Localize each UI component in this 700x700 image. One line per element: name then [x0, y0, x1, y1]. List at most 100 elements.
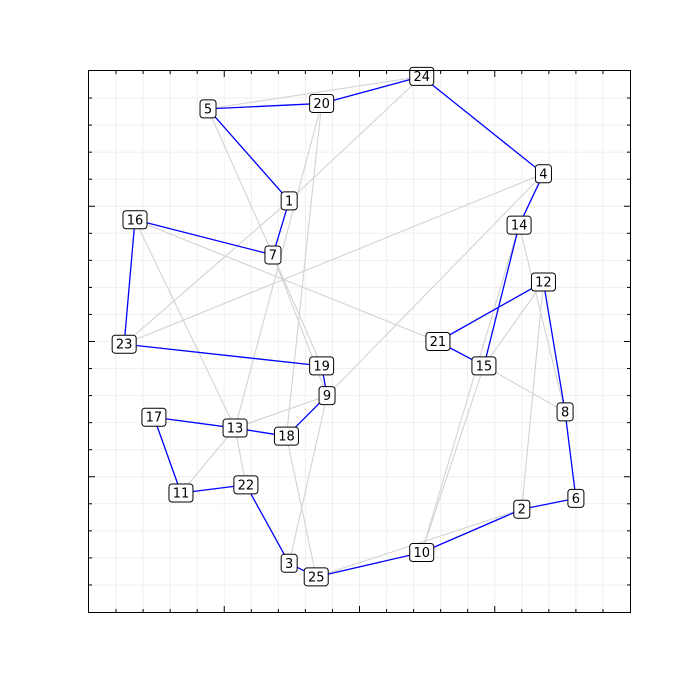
other-edge-16-13 — [134, 219, 236, 429]
node-label: 19 — [313, 359, 330, 374]
node-label: 18 — [278, 430, 295, 445]
tour-edge-22-3 — [245, 484, 290, 564]
node-box — [280, 191, 298, 211]
node-box — [222, 418, 248, 438]
node-box — [141, 407, 167, 427]
node-box — [318, 386, 336, 406]
node-3[interactable]: 3 — [280, 553, 298, 573]
other-edge-24-1 — [288, 76, 423, 202]
node-1[interactable]: 1 — [280, 191, 298, 211]
node-6[interactable]: 6 — [567, 488, 585, 508]
node-box — [513, 499, 531, 519]
node-label: 11 — [173, 486, 190, 501]
node-box — [111, 334, 137, 354]
node-box — [409, 542, 435, 562]
tour-edge-10-2 — [421, 508, 523, 554]
node-17[interactable]: 17 — [141, 407, 167, 427]
tour-edge-2-6 — [521, 497, 577, 510]
node-label: 9 — [323, 389, 331, 404]
tour-edge-16-23 — [123, 219, 136, 345]
other-edge-4-9 — [326, 173, 544, 396]
node-label: 14 — [511, 219, 528, 234]
node-box — [409, 66, 435, 86]
node-label: 21 — [430, 335, 447, 350]
other-edge-5-7 — [207, 108, 274, 256]
other-edge-12-15 — [483, 281, 544, 367]
node-label: 13 — [227, 422, 244, 437]
other-edge-23-4 — [123, 173, 544, 345]
node-25[interactable]: 25 — [303, 567, 329, 587]
nodes: 1234567891011121314151617181920212223242… — [111, 66, 585, 587]
node-4[interactable]: 4 — [534, 164, 552, 184]
tour-edge-13-17 — [153, 416, 236, 429]
node-box — [567, 488, 585, 508]
tour-edge-25-10 — [316, 551, 422, 578]
node-box — [534, 164, 552, 184]
tour-edge-8-12 — [542, 281, 566, 412]
other-edge-5-24 — [207, 75, 422, 110]
other-edge-20-18 — [285, 103, 323, 437]
node-9[interactable]: 9 — [318, 386, 336, 406]
node-7[interactable]: 7 — [264, 245, 282, 265]
node-18[interactable]: 18 — [273, 426, 299, 446]
node-label: 10 — [413, 546, 430, 561]
node-24[interactable]: 24 — [409, 66, 435, 86]
node-box — [471, 356, 497, 376]
node-12[interactable]: 12 — [530, 272, 556, 292]
other-edge-18-25 — [285, 436, 317, 577]
node-14[interactable]: 14 — [506, 215, 532, 235]
tour-edge-17-11 — [153, 417, 182, 494]
node-box — [122, 210, 148, 230]
other-edge-16-21 — [134, 219, 439, 343]
node-20[interactable]: 20 — [309, 93, 335, 113]
other-edge-9-3 — [288, 395, 328, 564]
node-22[interactable]: 22 — [233, 475, 259, 495]
node-10[interactable]: 10 — [409, 542, 435, 562]
node-label: 15 — [476, 359, 493, 374]
node-13[interactable]: 13 — [222, 418, 248, 438]
other-edge-1-23 — [123, 200, 290, 345]
node-label: 3 — [285, 557, 293, 572]
node-box — [309, 93, 335, 113]
node-label: 23 — [116, 338, 133, 353]
node-label: 24 — [413, 70, 430, 85]
other-edge-13-9 — [234, 395, 328, 429]
node-box — [199, 99, 217, 119]
tour-edge-23-19 — [124, 343, 322, 367]
node-label: 5 — [204, 102, 212, 117]
node-5[interactable]: 5 — [199, 99, 217, 119]
node-2[interactable]: 2 — [513, 499, 531, 519]
node-label: 7 — [269, 248, 277, 263]
other-edge-15-8 — [483, 365, 566, 413]
node-box — [280, 553, 298, 573]
node-box — [556, 402, 574, 422]
node-label: 2 — [518, 503, 526, 518]
other-edge-11-13 — [180, 427, 236, 494]
node-11[interactable]: 11 — [168, 483, 194, 503]
other-edge-15-10 — [421, 365, 485, 553]
node-box — [530, 272, 556, 292]
tour-edge-7-16 — [134, 219, 274, 256]
node-label: 12 — [535, 275, 552, 290]
node-21[interactable]: 21 — [425, 332, 451, 351]
grid — [89, 71, 630, 612]
other-edge-20-13 — [234, 103, 323, 429]
tour-edge-15-14 — [483, 225, 520, 367]
other-edge-7-19 — [272, 254, 323, 367]
node-15[interactable]: 15 — [471, 356, 497, 376]
node-box — [273, 426, 299, 446]
node-19[interactable]: 19 — [309, 356, 335, 376]
node-label: 25 — [308, 570, 325, 585]
node-box — [506, 215, 532, 235]
tour-edge-5-1 — [207, 108, 290, 202]
tour-edge-20-5 — [207, 102, 322, 110]
node-16[interactable]: 16 — [122, 210, 148, 230]
node-8[interactable]: 8 — [556, 402, 574, 422]
node-label: 20 — [313, 97, 330, 112]
node-23[interactable]: 23 — [111, 334, 137, 354]
node-box — [264, 245, 282, 265]
tour-edge-4-24 — [421, 75, 544, 175]
other-edges — [123, 75, 566, 578]
tour-edge-6-8 — [564, 411, 577, 499]
